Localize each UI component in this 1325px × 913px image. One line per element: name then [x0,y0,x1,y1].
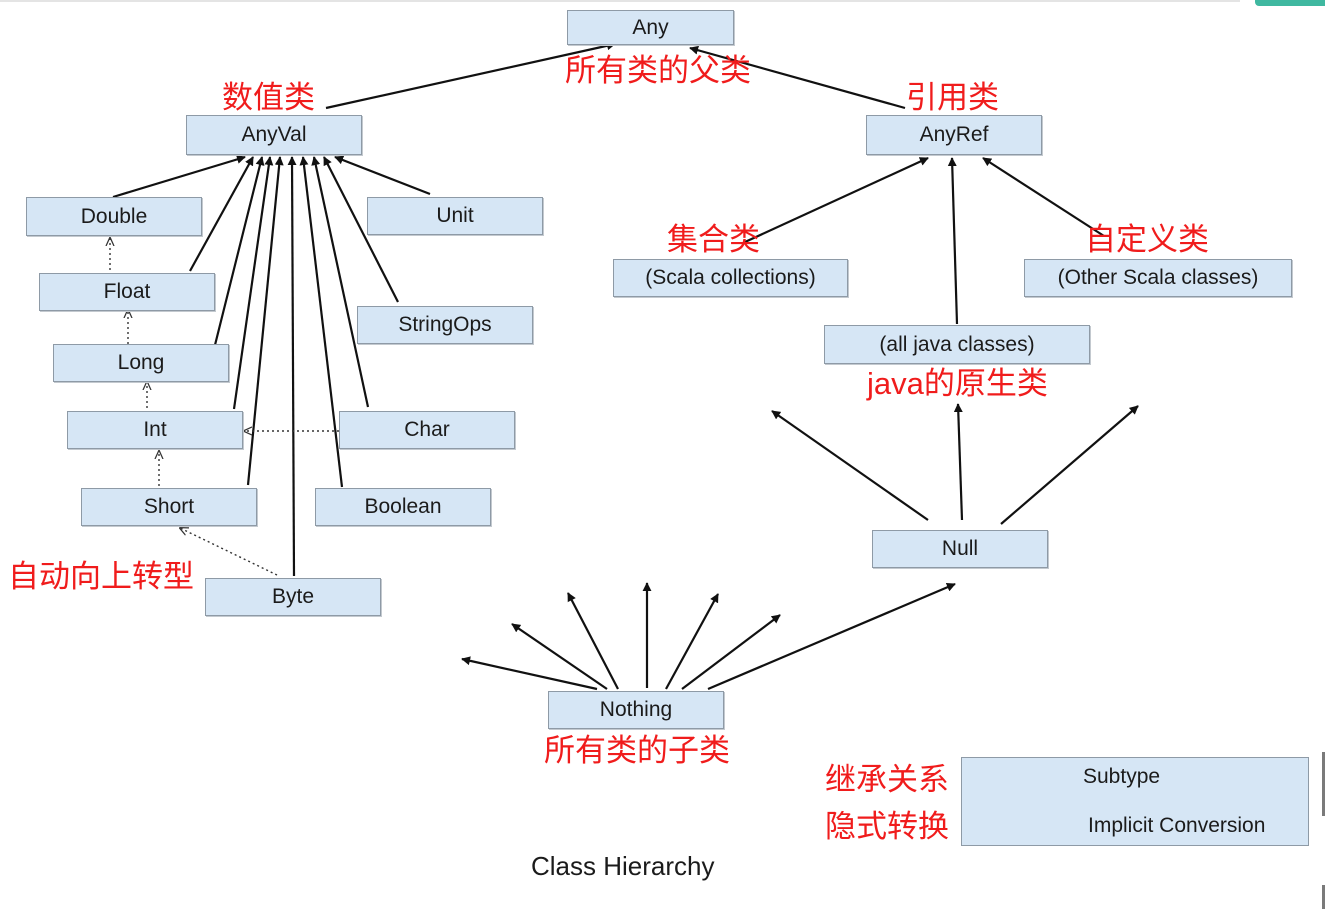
corner-tab [1255,0,1325,6]
class-long: Long [53,344,229,382]
class-nothing: Nothing [548,691,724,729]
arrow-collections-anyref [744,157,929,243]
arrow-nothing-null [707,582,956,691]
legend-subtype-label: Subtype [1083,765,1161,788]
annotation-conversion: 自动向上转型 [8,559,194,594]
annotation-subtype: 继承关系 [825,762,949,797]
class-char: Char [339,411,515,449]
implicit-conversion-arrows [110,238,339,576]
arrow-stringops-anyval [323,156,399,303]
annotation-custom: 自定义类 [1085,222,1209,257]
class-int: Int [67,411,243,449]
arrow-nothing-5 [665,593,719,690]
right-edge-mark [1322,752,1325,816]
arrow-double-anyval [112,155,246,199]
arrow-anyref-any [689,45,906,110]
legend-box [961,757,1309,846]
arrow-unit-anyval [334,155,431,196]
annotation-any: 所有类的父类 [565,53,751,88]
arrow-int-anyval [232,156,274,410]
arrow-long-anyval [213,156,265,346]
class-scala-collections: (Scala collections) [613,259,848,297]
annotation-anyref: 引用类 [906,80,999,115]
class-float: Float [39,273,215,311]
annotation-java: java的原生类 [867,366,1048,401]
arrow-java-anyref [947,157,959,325]
arrow-float-anyval [189,156,254,272]
class-stringops: StringOps [357,306,533,344]
arrow-null-left [771,410,929,521]
annotation-collections: 集合类 [667,222,760,257]
class-byte: Byte [205,578,381,616]
subtype-arrows [112,41,1139,691]
arrow-nothing-1 [461,656,598,691]
class-unit: Unit [367,197,543,235]
arrow-byte-anyval [287,156,297,577]
annotation-nothing: 所有类的子类 [544,733,730,768]
arrow-boolean-anyval [299,156,344,488]
class-double: Double [26,197,202,236]
arrow-anyval-any [325,41,616,110]
arrow-other-anyref [982,157,1105,237]
class-anyval: AnyVal [186,115,362,155]
diagram-caption: Class Hierarchy [531,851,715,881]
arrow-nothing-6 [681,614,781,690]
conv-byte-short [180,528,278,576]
class-boolean: Boolean [315,488,491,526]
legend-implicit-label: Implicit Conversion [1088,814,1266,837]
class-anyref: AnyRef [866,115,1042,155]
annotation-anyval: 数值类 [222,80,315,115]
arrow-nothing-3 [567,592,619,690]
class-any: Any [567,10,734,45]
class-all-java-classes: (all java classes) [824,325,1090,364]
class-other-scala-classes: (Other Scala classes) [1024,259,1292,297]
arrow-char-anyval [311,156,370,408]
class-short: Short [81,488,257,526]
top-border-line [0,0,1240,2]
arrow-nothing-2 [511,623,608,690]
class-null: Null [872,530,1048,568]
right-edge-mark [1322,885,1325,909]
arrow-null-java [953,403,964,521]
arrow-null-right [1000,405,1139,525]
annotation-implicit: 隐式转换 [825,809,949,844]
